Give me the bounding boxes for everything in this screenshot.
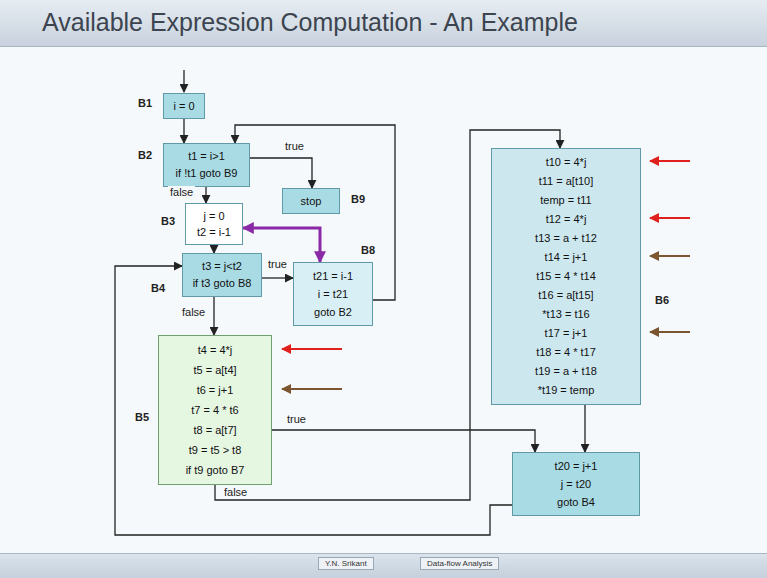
flow-arrow <box>584 405 585 452</box>
code-line: t10 = 4*j <box>498 153 634 172</box>
block-box: B1i = 0 <box>163 93 205 119</box>
branch-label: false <box>222 486 249 498</box>
code-line: t20 = j+1 <box>519 457 633 475</box>
branch-label: true <box>283 140 306 152</box>
flow-arrow <box>250 158 312 188</box>
block-label: B4 <box>151 282 165 294</box>
brown-pointer <box>282 388 342 390</box>
block-box: B3j = 0t2 = i-1 <box>185 203 243 245</box>
flow-arrow <box>213 245 214 253</box>
flow-arrow <box>213 297 214 335</box>
code-line: t19 = a + t18 <box>498 362 634 381</box>
block-box: B9stop <box>282 188 340 214</box>
code-line: *t19 = temp <box>498 381 634 400</box>
code-line: if t9 goto B7 <box>165 460 265 480</box>
block-label: B9 <box>351 193 365 205</box>
code-line: t6 = j+1 <box>165 380 265 400</box>
footer-label: Y.N. Srikant <box>318 557 374 570</box>
block-label: B5 <box>135 411 149 423</box>
block-box: B4t3 = j<t2if t3 goto B8 <box>182 253 262 297</box>
red-pointer <box>650 160 690 162</box>
red-pointer <box>282 348 342 350</box>
code-line: t14 = j+1 <box>498 248 634 267</box>
block-label: B3 <box>161 215 175 227</box>
code-line: t9 = t5 > t8 <box>165 440 265 460</box>
branch-label: true <box>266 258 289 270</box>
code-line: t4 = 4*j <box>165 340 265 360</box>
brown-pointer <box>650 331 690 333</box>
code-line: t18 = 4 * t17 <box>498 343 634 362</box>
red-pointer <box>650 217 690 219</box>
code-line: temp = t11 <box>498 191 634 210</box>
code-line: i = 0 <box>170 98 198 114</box>
branch-label: false <box>168 186 195 198</box>
code-line: t1 = i>1 <box>170 148 243 165</box>
block-label: B6 <box>655 294 669 306</box>
entry-arrow <box>183 70 184 92</box>
code-line: j = 0 <box>192 208 236 224</box>
code-line: stop <box>289 193 333 209</box>
code-line: t13 = a + t12 <box>498 229 634 248</box>
flow-arrow <box>262 277 293 278</box>
code-line: t21 = i-1 <box>300 267 366 285</box>
branch-label: true <box>285 413 308 425</box>
code-line: *t13 = t16 <box>498 305 634 324</box>
code-line: j = t20 <box>519 475 633 493</box>
code-line: t15 = 4 * t14 <box>498 267 634 286</box>
code-line: t3 = j<t2 <box>189 258 255 275</box>
block-box: B2t1 = i>1if !t1 goto B9 <box>163 143 250 187</box>
code-line: goto B4 <box>519 493 633 511</box>
code-line: if !t1 goto B9 <box>170 165 243 182</box>
flow-arrow <box>272 430 535 452</box>
block-box: t20 = j+1j = t20goto B4 <box>512 452 640 516</box>
code-line: t11 = a[t10] <box>498 172 634 191</box>
block-label: B2 <box>138 149 152 161</box>
brown-pointer <box>650 255 690 257</box>
code-line: t8 = a[t7] <box>165 420 265 440</box>
code-line: i = t21 <box>300 285 366 303</box>
code-line: t5 = a[t4] <box>165 360 265 380</box>
block-label: B1 <box>138 97 152 109</box>
code-line: t17 = j+1 <box>498 324 634 343</box>
footer-label: Data-flow Analysis <box>420 557 499 570</box>
flow-arrow <box>205 187 206 203</box>
code-line: t12 = 4*j <box>498 210 634 229</box>
block-box: B8t21 = i-1i = t21goto B2 <box>293 262 373 326</box>
code-line: if t3 goto B8 <box>189 275 255 292</box>
code-line: t7 = 4 * t6 <box>165 400 265 420</box>
slide-title: Available Expression Computation - An Ex… <box>42 8 578 37</box>
block-box: B5t4 = 4*jt5 = a[t4]t6 = j+1t7 = 4 * t6t… <box>158 335 272 485</box>
code-line: t2 = i-1 <box>192 224 236 240</box>
code-line: goto B2 <box>300 303 366 321</box>
footer-band <box>0 553 767 578</box>
code-line: t16 = a[t15] <box>498 286 634 305</box>
flow-arrow <box>183 119 184 143</box>
block-box: B6t10 = 4*jt11 = a[t10]temp = t11t12 = 4… <box>491 148 641 405</box>
block-label: B8 <box>361 244 375 256</box>
branch-label: false <box>180 306 207 318</box>
